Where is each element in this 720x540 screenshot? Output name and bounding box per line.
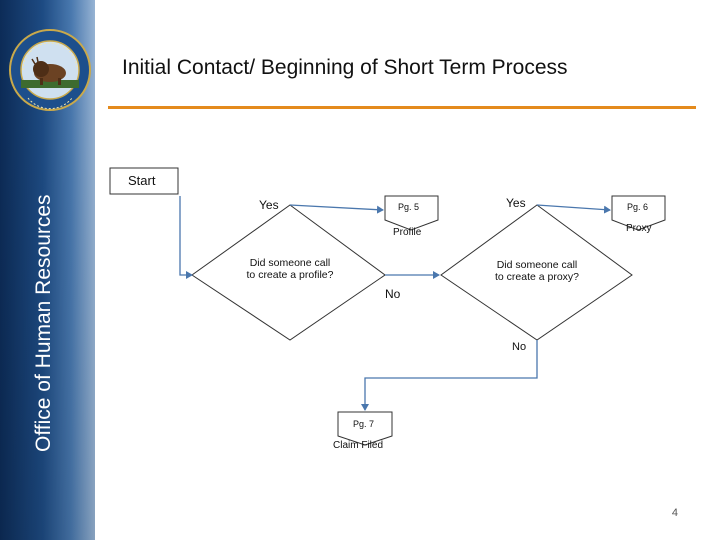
department-seal-icon xyxy=(9,29,91,111)
offpage-pg6 xyxy=(611,195,666,231)
claim-filed-label: Claim Filed xyxy=(333,440,384,451)
connector-q2-no xyxy=(361,340,538,411)
proxy-label: Proxy xyxy=(626,223,652,234)
question-proxy-label: Did someone call to create a proxy? xyxy=(494,259,580,283)
pg6-label: Pg. 6 xyxy=(627,202,649,212)
page-number: 4 xyxy=(671,507,678,519)
page-title: Initial Contact/ Beginning of Short Term… xyxy=(122,56,568,79)
no-label-q2: No xyxy=(512,341,527,353)
offpage-pg7 xyxy=(337,411,393,446)
question-profile-label: Did someone call to create a profile? xyxy=(246,257,334,281)
no-label-q1: No xyxy=(385,287,401,301)
connector-q1-yes xyxy=(289,204,384,214)
pg5-label: Pg. 5 xyxy=(398,202,420,212)
connector-q2-yes xyxy=(536,204,611,214)
start-box xyxy=(109,167,179,195)
title-divider xyxy=(108,106,696,109)
yes-label-q2: Yes xyxy=(506,196,526,210)
yes-label-q1: Yes xyxy=(259,198,279,212)
offpage-pg5 xyxy=(384,195,439,231)
decision-profile-diamond xyxy=(191,204,386,341)
start-label: Start xyxy=(128,173,156,188)
profile-label: Profile xyxy=(393,227,422,238)
pg7-label: Pg. 7 xyxy=(353,419,375,429)
connector-start-to-q1 xyxy=(179,196,193,279)
